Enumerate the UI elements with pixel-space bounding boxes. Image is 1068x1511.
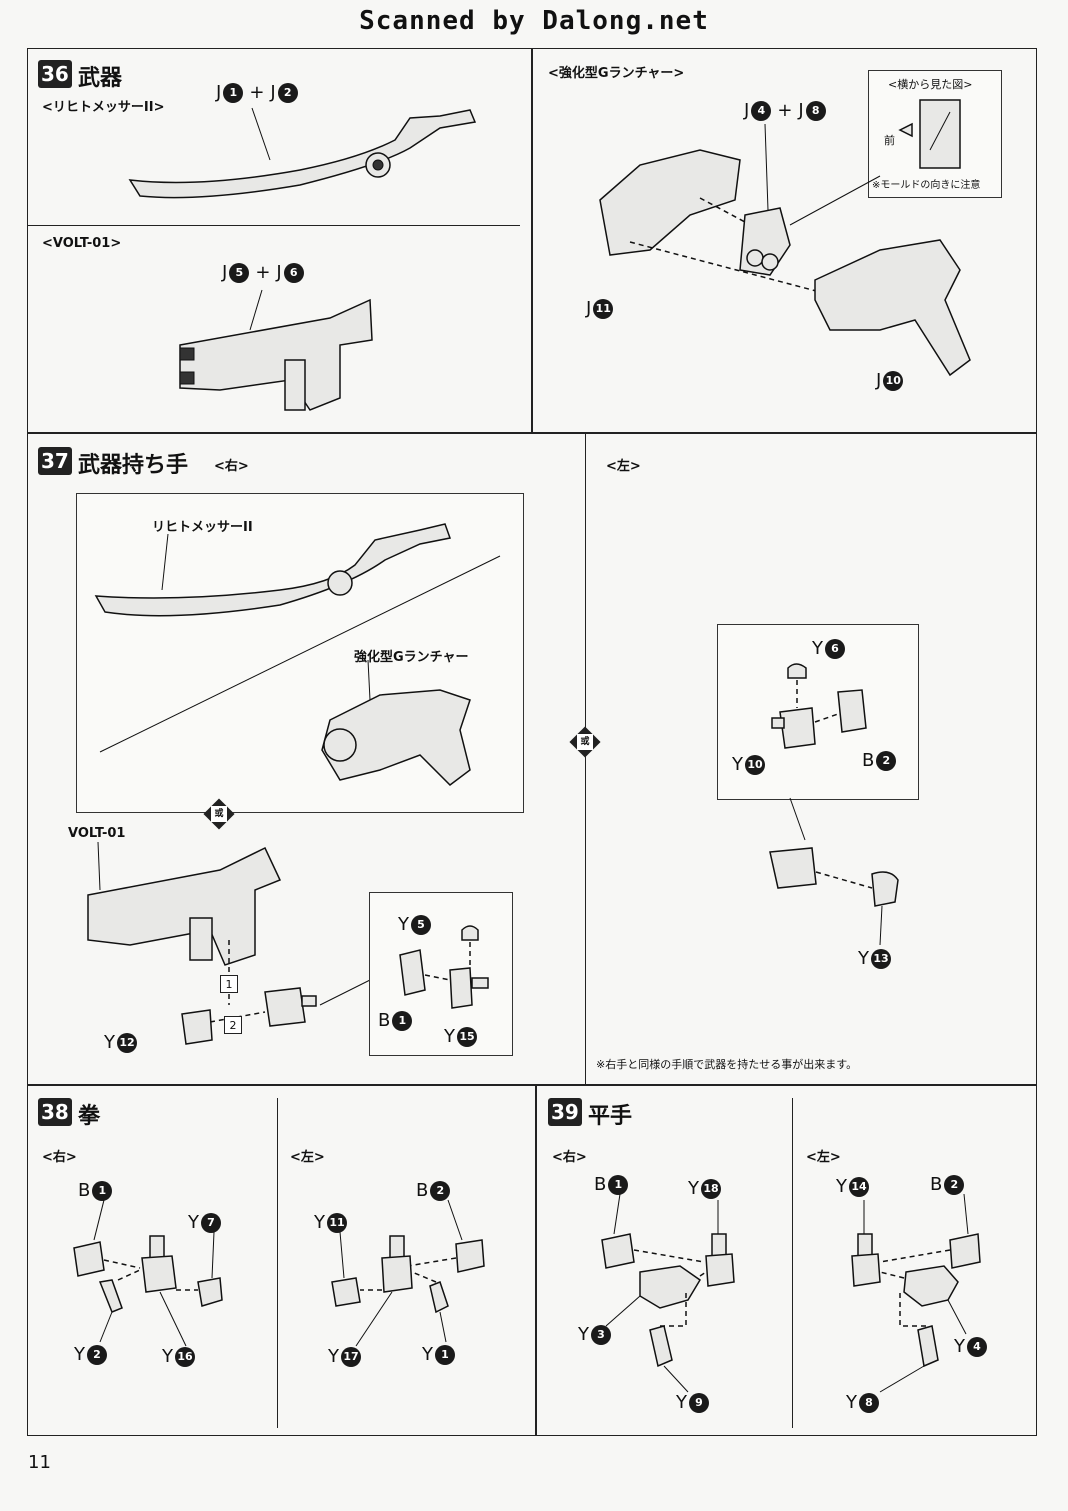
step-38-left: <左> bbox=[290, 1150, 325, 1165]
launcher-subtitle: <強化型Gランチャー> bbox=[548, 66, 685, 81]
step-37-panel bbox=[27, 432, 1037, 1086]
step-37-right: <右> bbox=[214, 459, 249, 474]
step-39-panel bbox=[535, 1084, 1037, 1436]
step-box-2: 2 bbox=[224, 1016, 242, 1034]
open-hand-drawing bbox=[601, 1193, 981, 1393]
divider-39 bbox=[792, 1098, 793, 1428]
side-view-title: <横から見た図> bbox=[888, 78, 973, 91]
step-38-right: <右> bbox=[42, 1150, 77, 1165]
step-37-title: 武器持ち手 bbox=[78, 453, 189, 478]
step-39-right: <右> bbox=[552, 1150, 587, 1165]
step-39-number: 39 bbox=[548, 1098, 582, 1126]
step-39-title: 平手 bbox=[588, 1104, 633, 1129]
grip-detail-drawing bbox=[399, 925, 489, 1009]
step-37-note: ※右手と同様の手順で武器を持たせる事が出来ます。 bbox=[596, 1058, 858, 1071]
divider-38 bbox=[277, 1098, 278, 1428]
step-36-title: 武器 bbox=[78, 66, 123, 91]
divider-37 bbox=[585, 433, 586, 1085]
step-36-number: 36 bbox=[38, 60, 72, 88]
rihito-label: リヒトメッサーII bbox=[152, 520, 253, 535]
step-39-left: <左> bbox=[806, 1150, 841, 1165]
mold-note: ※モールドの向きに注意 bbox=[872, 180, 981, 191]
scan-header: Scanned by Dalong.net bbox=[359, 6, 709, 36]
rihito-subtitle: <リヒトメッサーII> bbox=[42, 100, 165, 115]
launcher-label: 強化型Gランチャー bbox=[354, 650, 469, 665]
step-38-number: 38 bbox=[38, 1098, 72, 1126]
step-38-title: 拳 bbox=[78, 1104, 101, 1129]
launcher-drawing bbox=[599, 99, 971, 377]
page-number: 11 bbox=[28, 1452, 51, 1473]
weapons-box-drawing bbox=[94, 523, 501, 786]
volt-subtitle: <VOLT-01> bbox=[42, 236, 122, 251]
fist-drawing bbox=[73, 1199, 485, 1347]
front-label: 前 bbox=[884, 134, 895, 147]
divider-36 bbox=[28, 225, 520, 226]
step-37-number: 37 bbox=[38, 447, 72, 475]
volt-rifle-drawing bbox=[179, 289, 373, 411]
step-38-panel bbox=[27, 1084, 537, 1436]
volt-label: VOLT-01 bbox=[68, 826, 126, 841]
rihito-blade-drawing bbox=[128, 107, 477, 199]
step-box-1: 1 bbox=[220, 975, 238, 993]
step-36-panel bbox=[27, 48, 533, 434]
left-grip-drawing bbox=[769, 663, 899, 946]
step-37-left: <左> bbox=[606, 459, 641, 474]
step-36-launcher-panel bbox=[531, 48, 1037, 434]
volt-hand-drawing bbox=[87, 841, 371, 1045]
grip-detail-box bbox=[369, 892, 513, 1056]
